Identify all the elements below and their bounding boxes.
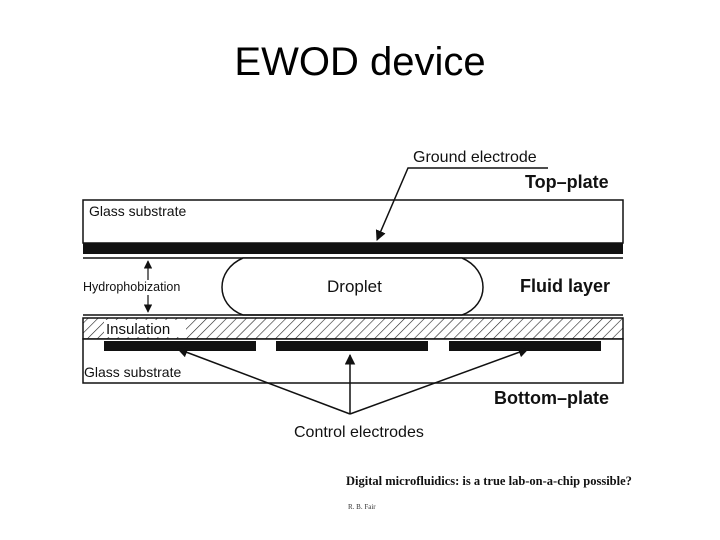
glass-substrate-top-label: Glass substrate: [89, 203, 186, 219]
hydrophobization-label: Hydrophobization: [83, 280, 180, 294]
control-electrode-2: [276, 341, 428, 351]
ground-electrode-bar: [83, 243, 623, 254]
ground-electrode-label: Ground electrode: [413, 149, 537, 166]
bottom-plate-label: Bottom–plate: [494, 388, 609, 408]
top-glass-substrate: [82, 199, 624, 244]
control-electrode-1: [104, 341, 256, 351]
ground-electrode-pointer: [375, 167, 548, 241]
slide-title: EWOD device: [234, 40, 486, 84]
fluid-layer-label: Fluid layer: [520, 276, 610, 296]
control-electrode-3: [449, 341, 601, 351]
insulation-label-bg: [104, 320, 186, 337]
citation-title: Digital microfluidics: is a true lab-on-…: [346, 474, 632, 488]
control-pointer-left: [177, 347, 351, 415]
droplet-label: Droplet: [327, 277, 382, 296]
insulation-label: Insulation: [106, 321, 170, 338]
glass-substrate-bottom-label: Glass substrate: [84, 364, 181, 380]
control-electrodes-label: Control electrodes: [294, 424, 424, 441]
top-plate-label: Top–plate: [525, 172, 609, 192]
citation-author: R. B. Fair: [348, 503, 376, 511]
control-pointer-right: [349, 347, 529, 415]
